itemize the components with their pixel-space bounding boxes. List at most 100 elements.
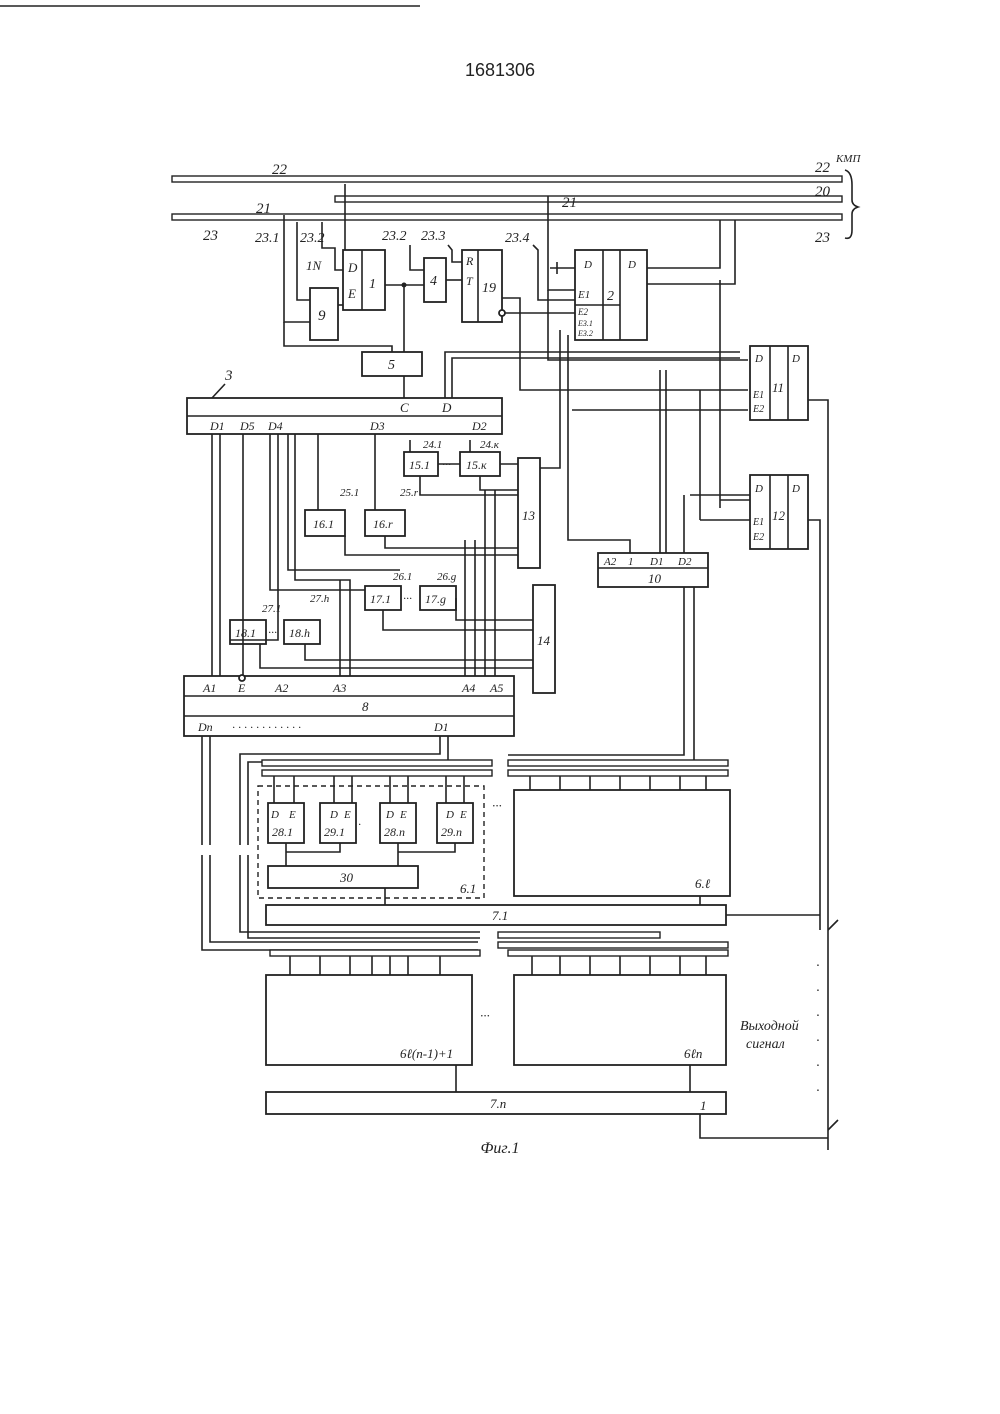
svg-text:13: 13 [522,508,536,523]
svg-text:D: D [791,353,800,365]
svg-text:24.к: 24.к [480,439,500,451]
block-13: 13 [518,458,540,568]
block-29-1: D E 29.1 [320,803,356,843]
block-6l-n-1-plus-1: 6ℓ(n-1)+1 [266,975,472,1065]
svg-text:D: D [754,483,763,495]
bus-22-left-label: 22 [272,162,288,178]
block-12: D E1 E2 12 D [750,475,808,549]
svg-text:18.1: 18.1 [235,626,256,640]
svg-text:6.1: 6.1 [460,881,476,896]
svg-text:17.g: 17.g [425,592,446,606]
svg-text:E1: E1 [752,517,764,528]
svg-text:6ℓn: 6ℓn [684,1046,702,1061]
bus-22-right-label: 22 [815,160,831,176]
svg-text:A2: A2 [274,681,288,695]
svg-text:·: · [816,1059,820,1074]
block-29-n: D E 29.n [437,803,473,843]
svg-text:A1: A1 [202,681,216,695]
svg-text:29.n: 29.n [441,825,462,839]
svg-text:Dn: Dn [197,720,213,734]
svg-text:25.1: 25.1 [340,487,359,499]
svg-text:D: D [627,259,636,271]
block-28-n: D E 28.n [380,803,416,843]
input-1n-label: 1N [306,258,323,273]
svg-text:15.1: 15.1 [409,458,430,472]
bus-bracket [845,170,858,238]
input-23-3-label: 23.3 [421,229,446,244]
bus-21-left-label: 21 [256,201,271,217]
svg-text:12: 12 [772,508,786,523]
block-11: D E1 E2 11 D [750,346,808,420]
svg-text:E1: E1 [577,289,590,301]
svg-text:A4: A4 [461,681,475,695]
svg-text:14: 14 [537,633,551,648]
svg-text:E: E [459,809,467,821]
svg-text:16.r: 16.r [373,517,393,531]
output-label-line1: Выходной [740,1019,799,1034]
svg-text:E2: E2 [577,307,588,317]
svg-text:D: D [791,483,800,495]
svg-text:7.n: 7.n [490,1096,506,1111]
block-16-1: 16.1 [305,510,345,536]
svg-text:26.1: 26.1 [393,571,412,583]
block-7-n: 7.n 1 [266,1092,726,1114]
svg-text:A3: A3 [332,681,346,695]
svg-text:···: ··· [480,1008,490,1023]
svg-text:1: 1 [628,556,634,568]
input-23-4-label: 23.4 [505,231,530,246]
block-6ln: 6ℓn [514,975,726,1065]
svg-text:5: 5 [388,358,395,373]
block-6-l: 6.ℓ [514,790,730,896]
svg-text:9: 9 [318,308,326,324]
block-8: A1 E A2 A3 A4 A5 8 Dn D1 · · · · · · · ·… [184,675,514,736]
svg-text:D2: D2 [471,419,487,433]
svg-text:25.r: 25.r [400,487,419,499]
svg-text:D1: D1 [433,720,449,734]
block-17-g: 17.g [420,586,456,610]
svg-text:···: ··· [403,591,412,605]
output-label-line2: сигнал [746,1037,785,1052]
svg-text:D: D [754,353,763,365]
svg-text:A5: A5 [489,681,503,695]
svg-text:E: E [288,809,296,821]
svg-text:E: E [347,286,356,301]
bus-23-right-label: 23 [815,230,830,246]
bus-23-left-label: 23 [203,228,218,244]
svg-text:D: D [441,400,452,415]
svg-text:D: D [385,809,394,821]
svg-text:24.1: 24.1 [423,439,442,451]
svg-text:···: ··· [268,625,277,639]
svg-text:4: 4 [430,274,437,289]
svg-text:2: 2 [607,289,614,304]
register-3: 3 C D D1 D5 D4 D3 D2 [187,368,502,434]
svg-text:···: ··· [492,798,502,813]
svg-text:11: 11 [772,380,784,395]
block-16-r: 16.r [365,510,405,536]
block-9: 9 [310,288,338,340]
block-14: 14 [533,585,555,693]
svg-text:30: 30 [339,870,354,885]
svg-text:·: · [816,959,820,974]
svg-text:1: 1 [700,1098,707,1113]
svg-text:·: · [816,984,820,999]
svg-text:7.1: 7.1 [492,908,508,923]
svg-text:D2: D2 [677,556,692,568]
svg-text:D: D [347,260,358,275]
block-10: A2 1 D1 D2 10 [598,553,708,587]
svg-text:D: D [445,809,454,821]
svg-text:10: 10 [648,571,662,586]
svg-text:·: · [816,1034,820,1049]
svg-text:3: 3 [224,368,233,384]
svg-text:D: D [270,809,279,821]
svg-text:A2: A2 [603,556,617,568]
svg-text:E: E [399,809,407,821]
svg-text:· · · · · · · · · ·: · · · · · · · · · · · · [232,720,301,734]
block-15-k: 15.к [460,452,500,476]
svg-text:·: · [358,817,361,831]
bus-20 [335,196,842,202]
svg-text:E: E [343,809,351,821]
wire-23-3 [448,245,462,262]
block-28-1: D E 28.1 [268,803,304,843]
svg-text:E1: E1 [752,390,764,401]
